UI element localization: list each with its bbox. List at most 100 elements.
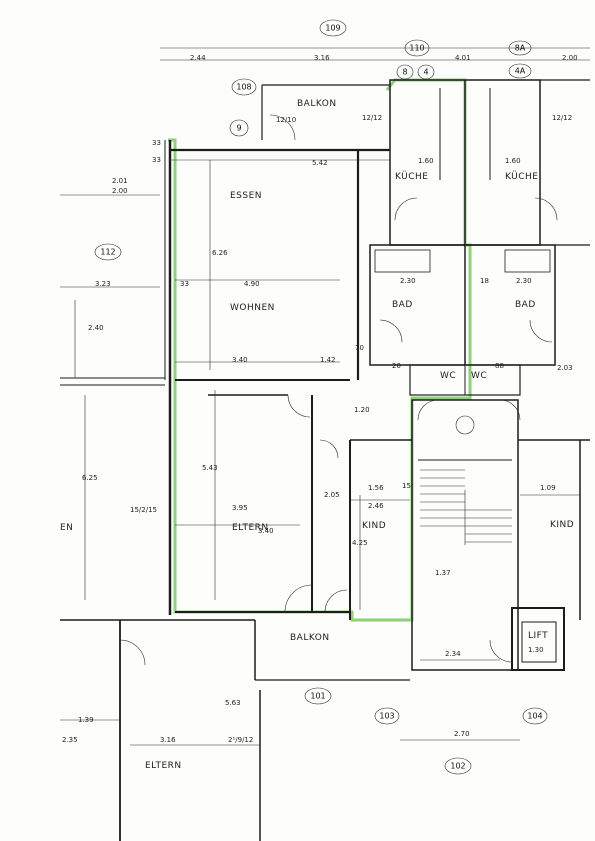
dim-label: 6.25 xyxy=(82,474,98,482)
axis-tag-103: 103 xyxy=(374,707,400,725)
dim-label: 4.25 xyxy=(352,539,368,547)
dim-label: 5.43 xyxy=(202,464,218,472)
dim-label: 2.30 xyxy=(400,277,416,285)
dimension-labels: 2.44 3.16 4.01 2.00 5.42 1.60 1.60 2.01 … xyxy=(62,54,578,744)
dim-label: 5.42 xyxy=(312,159,328,167)
dim-label: 12/12 xyxy=(362,114,382,122)
dim-label: 2.34 xyxy=(445,650,461,658)
svg-text:9: 9 xyxy=(236,124,241,133)
dim-label: 3.16 xyxy=(160,736,176,744)
room-label-en-left: EN xyxy=(60,523,73,533)
stair-treads xyxy=(420,415,512,545)
axis-tag-108: 108 xyxy=(231,78,257,96)
dim-label: 4.90 xyxy=(244,280,260,288)
svg-text:103: 103 xyxy=(379,712,394,721)
svg-text:4A: 4A xyxy=(515,67,526,76)
room-labels: BALKON ESSEN WOHNEN ELTERN KIND KIND BAD… xyxy=(60,99,574,771)
dim-label: 1.09 xyxy=(540,484,556,492)
dim-label: 33 xyxy=(152,156,161,164)
axis-tag-109: 109 xyxy=(319,19,347,37)
svg-text:112: 112 xyxy=(100,248,115,257)
dim-label: 33 xyxy=(152,139,161,147)
dim-label: 20 xyxy=(392,362,401,370)
axis-tag-8: 8 xyxy=(396,64,414,80)
dim-label: 2.46 xyxy=(368,502,384,510)
dim-label: 2.44 xyxy=(190,54,206,62)
axis-tag-8a: 8A xyxy=(508,40,532,56)
dim-label: 15/2/15 xyxy=(130,506,157,514)
svg-text:8A: 8A xyxy=(515,44,526,53)
dim-label: 2.35 xyxy=(62,736,78,744)
dim-label: 1.30 xyxy=(528,646,544,654)
dim-label: 2.40 xyxy=(88,324,104,332)
walls xyxy=(60,79,590,841)
dim-label: 6.26 xyxy=(212,249,228,257)
dim-label: 3.95 xyxy=(232,504,248,512)
dim-label: 2.03 xyxy=(557,364,573,372)
room-label-wc-right: WC xyxy=(471,371,487,381)
room-label-bad-right: BAD xyxy=(515,300,536,310)
dim-label: 1.20 xyxy=(354,406,370,414)
dim-label: 3.40 xyxy=(258,527,274,535)
dim-label: 1.60 xyxy=(505,157,521,165)
room-label-balkon-bottom: BALKON xyxy=(290,633,330,643)
dim-label: 5.63 xyxy=(225,699,241,707)
room-label-eltern-bottom: ELTERN xyxy=(145,761,182,771)
svg-text:102: 102 xyxy=(450,762,465,771)
dim-label: 18 xyxy=(480,277,489,285)
room-label-balkon-top: BALKON xyxy=(297,99,337,109)
dim-label: 2¹/9/12 xyxy=(228,736,253,744)
room-label-kuche-right: KÜCHE xyxy=(505,171,539,182)
dim-label: 1.42 xyxy=(320,356,336,364)
room-label-wc-left: WC xyxy=(440,371,456,381)
dim-label: 2.01 xyxy=(112,177,128,185)
axis-tag-101: 101 xyxy=(304,687,332,705)
room-label-wohnen: WOHNEN xyxy=(230,303,275,313)
dim-label: 2.00 xyxy=(112,187,128,195)
dim-label: 2.00 xyxy=(562,54,578,62)
svg-text:101: 101 xyxy=(310,692,325,701)
room-label-essen: ESSEN xyxy=(230,191,262,201)
room-label-kind-right: KIND xyxy=(550,520,574,530)
dim-label: 12/12 xyxy=(552,114,572,122)
room-label-bad-left: BAD xyxy=(392,300,413,310)
axis-tag-4a: 4A xyxy=(508,63,532,79)
axis-tag-102: 102 xyxy=(444,757,472,775)
axis-tags: 109 110 108 9 8 4 8A 4A xyxy=(94,19,548,775)
dim-label: 33 xyxy=(180,280,189,288)
dim-label: 1.56 xyxy=(368,484,384,492)
dim-label: 3.16 xyxy=(314,54,330,62)
dim-label: 2.70 xyxy=(454,730,470,738)
dim-label: 2.05 xyxy=(324,491,340,499)
door-swings xyxy=(119,114,558,666)
axis-tag-110: 110 xyxy=(404,39,430,57)
dim-label: 1.60 xyxy=(418,157,434,165)
axis-tag-4: 4 xyxy=(417,64,435,80)
dim-label: 88 xyxy=(495,362,504,370)
room-label-kind-left: KIND xyxy=(362,521,386,531)
dim-label: 70 xyxy=(355,344,364,352)
axis-tag-104: 104 xyxy=(522,707,548,725)
room-label-eltern: ELTERN xyxy=(232,523,269,533)
svg-text:8: 8 xyxy=(402,68,407,77)
svg-text:110: 110 xyxy=(409,44,424,53)
svg-text:104: 104 xyxy=(527,712,542,721)
dim-label: 12/10 xyxy=(276,116,296,124)
dim-label: 3.40 xyxy=(232,356,248,364)
dim-label: 2.30 xyxy=(516,277,532,285)
svg-text:109: 109 xyxy=(325,24,340,33)
dimension-lines xyxy=(60,47,590,746)
svg-text:4: 4 xyxy=(423,68,428,77)
dim-label: 1.39 xyxy=(78,716,94,724)
dim-label: 1.37 xyxy=(435,569,451,577)
axis-tag-9: 9 xyxy=(229,119,249,137)
axis-tag-112: 112 xyxy=(94,243,122,261)
dim-label: 3.23 xyxy=(95,280,111,288)
dim-label: 4.01 xyxy=(455,54,471,62)
room-label-lift: LIFT xyxy=(528,631,548,641)
room-label-kuche-left: KÜCHE xyxy=(395,171,429,182)
svg-text:108: 108 xyxy=(236,83,251,92)
dim-label: 15 xyxy=(402,482,411,490)
